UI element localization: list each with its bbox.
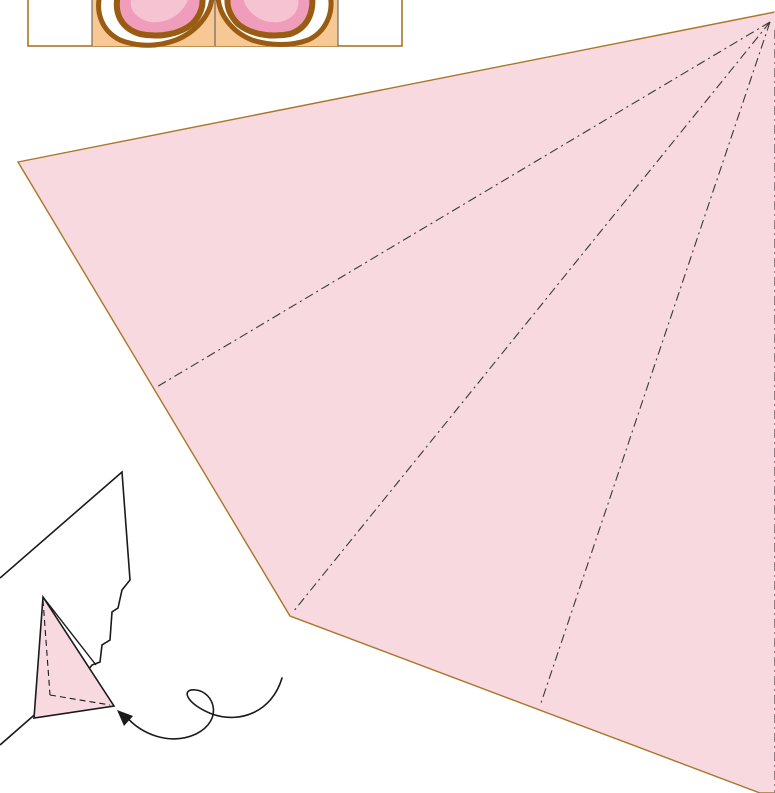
origami-paper-sheet (18, 12, 775, 793)
arrow-head (117, 710, 133, 726)
folded-heart-thumbnail (28, 0, 402, 46)
paper-face (18, 12, 775, 793)
curved-arrow-icon (117, 678, 282, 739)
fold-step-illustration (0, 472, 130, 745)
arrow-path (126, 678, 282, 739)
